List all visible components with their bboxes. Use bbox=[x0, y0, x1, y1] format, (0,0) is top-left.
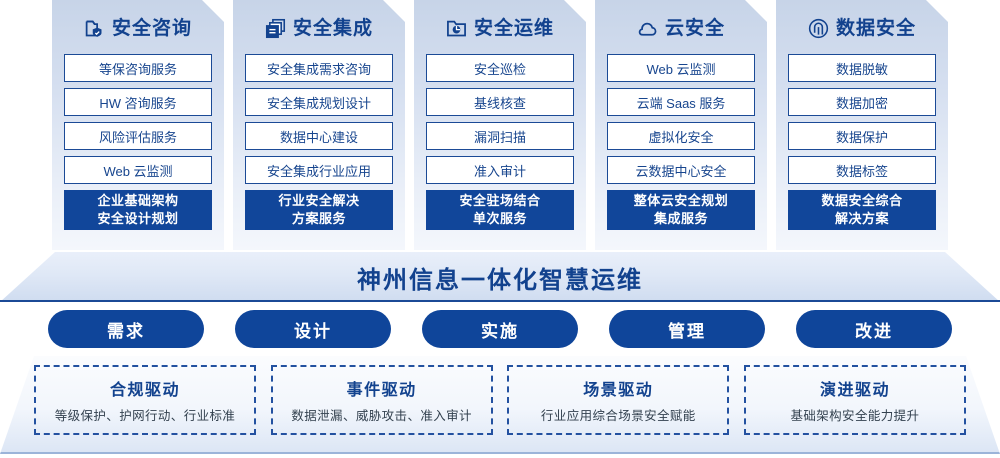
service-item[interactable]: 安全集成行业应用 bbox=[245, 156, 393, 184]
column-title: 云安全 bbox=[664, 17, 725, 39]
service-item[interactable]: 数据中心建设 bbox=[245, 122, 393, 150]
service-highlight-line: 整体云安全规划 bbox=[633, 193, 729, 209]
service-item[interactable]: 准入审计 bbox=[426, 156, 574, 184]
service-highlight[interactable]: 整体云安全规划 集成服务 bbox=[607, 190, 755, 230]
banner-bottom-rule bbox=[0, 300, 1000, 302]
service-item[interactable]: 安全集成需求咨询 bbox=[245, 54, 393, 82]
driver-card-incident[interactable]: 事件驱动 数据泄漏、威胁攻击、准入审计 bbox=[270, 365, 493, 435]
service-item[interactable]: 数据标签 bbox=[788, 156, 936, 184]
service-column-security-consulting[interactable]: 安全咨询 等保咨询服务 HW 咨询服务 风险评估服务 Web 云监测 企业基础架… bbox=[52, 0, 224, 250]
service-item[interactable]: Web 云监测 bbox=[64, 156, 212, 184]
service-item[interactable]: 风险评估服务 bbox=[64, 122, 212, 150]
folder-shield-icon bbox=[84, 18, 105, 39]
column-title: 数据安全 bbox=[835, 17, 916, 39]
lifecycle-pill-implementation[interactable]: 实施 bbox=[422, 310, 578, 348]
column-title: 安全运维 bbox=[473, 17, 554, 39]
driver-card-subtitle: 行业应用综合场景安全赋能 bbox=[540, 409, 696, 423]
service-item[interactable]: 等保咨询服务 bbox=[64, 54, 212, 82]
service-highlight-line: 安全驻场结合 bbox=[459, 193, 541, 209]
service-highlight-line: 集成服务 bbox=[653, 211, 708, 226]
service-item[interactable]: 安全巡检 bbox=[426, 54, 574, 82]
service-item[interactable]: 漏洞扫描 bbox=[426, 122, 574, 150]
lifecycle-pill-management[interactable]: 管理 bbox=[609, 310, 765, 348]
cloud-icon bbox=[637, 18, 658, 39]
column-header: 数据安全 bbox=[788, 8, 936, 48]
column-title: 安全咨询 bbox=[111, 17, 192, 39]
platform-banner-title: 神州信息一体化智慧运维 bbox=[357, 266, 643, 294]
service-column-data-security[interactable]: 数据安全 数据脱敏 数据加密 数据保护 数据标签 数据安全综合 解决方案 bbox=[776, 0, 948, 250]
driver-card-scenario[interactable]: 场景驱动 行业应用综合场景安全赋能 bbox=[507, 365, 730, 435]
service-highlight-line: 企业基础架构 bbox=[97, 193, 179, 209]
service-column-security-integration[interactable]: 安全集成 安全集成需求咨询 安全集成规划设计 数据中心建设 安全集成行业应用 行… bbox=[233, 0, 405, 250]
lifecycle-pill-design[interactable]: 设计 bbox=[235, 310, 391, 348]
service-columns: 安全咨询 等保咨询服务 HW 咨询服务 风险评估服务 Web 云监测 企业基础架… bbox=[0, 0, 1000, 252]
service-item[interactable]: 数据保护 bbox=[788, 122, 936, 150]
driver-card-subtitle: 等级保护、护网行动、行业标准 bbox=[54, 409, 236, 423]
service-highlight[interactable]: 安全驻场结合 单次服务 bbox=[426, 190, 574, 230]
driver-card-title: 场景驱动 bbox=[583, 382, 654, 399]
service-highlight-line: 行业安全解决 bbox=[278, 193, 360, 209]
drivers-card-row: 合规驱动 等级保护、护网行动、行业标准 事件驱动 数据泄漏、威胁攻击、准入审计 … bbox=[0, 356, 1000, 454]
service-item[interactable]: 虚拟化安全 bbox=[607, 122, 755, 150]
column-header: 云安全 bbox=[607, 8, 755, 48]
service-highlight-line: 解决方案 bbox=[834, 211, 889, 226]
service-highlight[interactable]: 数据安全综合 解决方案 bbox=[788, 190, 936, 230]
service-item[interactable]: 数据脱敏 bbox=[788, 54, 936, 82]
folder-chart-icon bbox=[446, 18, 467, 39]
service-item[interactable]: 基线核查 bbox=[426, 88, 574, 116]
driver-card-subtitle: 基础架构安全能力提升 bbox=[790, 409, 920, 423]
driver-card-title: 合规驱动 bbox=[109, 382, 180, 399]
service-item[interactable]: 数据加密 bbox=[788, 88, 936, 116]
column-title: 安全集成 bbox=[292, 17, 373, 39]
lifecycle-pills: 需求 设计 实施 管理 改进 bbox=[0, 310, 1000, 348]
service-item[interactable]: 安全集成规划设计 bbox=[245, 88, 393, 116]
column-header: 安全集成 bbox=[245, 8, 393, 48]
service-item[interactable]: HW 咨询服务 bbox=[64, 88, 212, 116]
service-column-cloud-security[interactable]: 云安全 Web 云监测 云端 Saas 服务 虚拟化安全 云数据中心安全 整体云… bbox=[595, 0, 767, 250]
driver-card-compliance[interactable]: 合规驱动 等级保护、护网行动、行业标准 bbox=[34, 365, 256, 435]
lifecycle-pill-improvement[interactable]: 改进 bbox=[796, 310, 952, 348]
driver-card-title: 演进驱动 bbox=[819, 382, 890, 399]
drivers-panel bbox=[0, 356, 1000, 454]
column-header: 安全运维 bbox=[426, 8, 574, 48]
service-highlight-line: 方案服务 bbox=[291, 211, 346, 226]
service-highlight-line: 数据安全综合 bbox=[821, 193, 903, 209]
driver-card-title: 事件驱动 bbox=[346, 382, 417, 399]
service-column-security-operations[interactable]: 安全运维 安全巡检 基线核查 漏洞扫描 准入审计 安全驻场结合 单次服务 bbox=[414, 0, 586, 250]
driver-card-subtitle: 数据泄漏、威胁攻击、准入审计 bbox=[291, 409, 472, 423]
service-highlight-line: 单次服务 bbox=[472, 211, 527, 226]
service-highlight[interactable]: 行业安全解决 方案服务 bbox=[245, 190, 393, 230]
service-item[interactable]: 云端 Saas 服务 bbox=[607, 88, 755, 116]
service-highlight[interactable]: 企业基础架构 安全设计规划 bbox=[64, 190, 212, 230]
service-item[interactable]: Web 云监测 bbox=[607, 54, 755, 82]
platform-banner: 神州信息一体化智慧运维 bbox=[0, 252, 1000, 302]
column-header: 安全咨询 bbox=[64, 8, 212, 48]
stacked-documents-icon bbox=[265, 18, 286, 39]
service-item[interactable]: 云数据中心安全 bbox=[607, 156, 755, 184]
service-highlight-line: 安全设计规划 bbox=[97, 211, 179, 226]
fingerprint-icon bbox=[808, 18, 829, 39]
lifecycle-pill-requirement[interactable]: 需求 bbox=[48, 310, 204, 348]
driver-card-evolution[interactable]: 演进驱动 基础架构安全能力提升 bbox=[743, 365, 966, 435]
